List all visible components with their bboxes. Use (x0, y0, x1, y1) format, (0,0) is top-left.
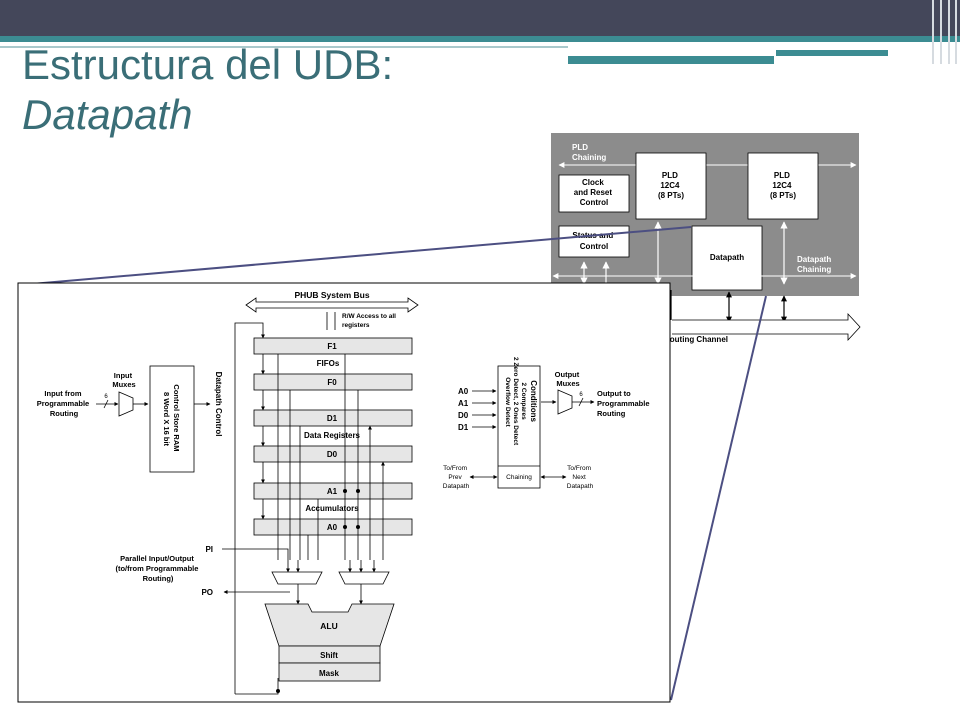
conditions-label: Conditions 2 Compares 2 Zero Detect, 2 O… (504, 357, 538, 447)
datapath-label: Datapath (710, 253, 744, 262)
to-from-prev-label: To/From Prev Datapath (443, 465, 470, 490)
rw-access-arrow (326, 312, 336, 330)
accent-stripe (776, 50, 888, 56)
a1-register (253, 482, 413, 500)
pld-right-label: PLD 12C4 (8 PTs) (770, 171, 796, 200)
clock-reset-label: Clock and Reset Control (574, 178, 614, 207)
accumulators-label: Accumulators (305, 504, 359, 513)
parallel-io-label: Parallel Input/Output (to/from Programma… (115, 554, 200, 583)
title-line-1: Estructura del UDB: (22, 41, 394, 88)
output-muxes-label: Output Muxes (555, 370, 582, 388)
bus-slash (103, 399, 109, 409)
d0-register (253, 445, 413, 463)
d0-label: D0 (327, 450, 338, 459)
accent-stripe (0, 46, 568, 48)
d1-register (253, 409, 413, 427)
accent-bar (0, 36, 960, 42)
decor-line (932, 0, 934, 64)
clock-reset-box (558, 174, 630, 213)
decor-line (940, 0, 942, 64)
bus-width-in: 6 (104, 394, 108, 400)
f1-label: F1 (327, 342, 337, 351)
decor-line (948, 0, 950, 64)
zoom-line-bottom (670, 295, 767, 701)
a0-label: A0 (327, 523, 338, 532)
pld-right-box (747, 152, 819, 220)
datapath-box (691, 225, 763, 291)
input-mux (118, 391, 134, 417)
pld-left-box (635, 152, 707, 220)
f1-register (253, 337, 413, 355)
alu-mux-a (271, 571, 323, 585)
rw-access-label: R/W Access to all registers (342, 313, 398, 329)
mask-block (278, 662, 381, 682)
alu-label: ALU (320, 621, 337, 631)
control-store-label: Control Store RAM 8 Word X 16 bit (162, 384, 181, 453)
f0-register (253, 373, 413, 391)
a0-register (253, 518, 413, 536)
condition-arrows (472, 389, 497, 429)
condition-inputs: A0 A1 D0 D1 (458, 387, 470, 432)
top-banner (0, 0, 960, 36)
output-to-label: Output to Programmable Routing (597, 389, 652, 418)
accent-stripe (568, 56, 774, 64)
pld-left-label: PLD 12C4 (8 PTs) (658, 171, 684, 200)
po-label: PO (201, 588, 213, 597)
title-line-2: Datapath (22, 91, 193, 138)
phub-bus-arrow (245, 297, 419, 313)
control-store-box (149, 365, 195, 473)
junction-dots (276, 489, 360, 693)
udb-connectors (580, 221, 788, 323)
slide-title: Estructura del UDB: Datapath (22, 40, 393, 140)
to-from-next-label: To/From Next Datapath (567, 465, 594, 490)
mask-feedback (235, 678, 279, 695)
routing-channel-arrow (672, 312, 861, 342)
shift-label: Shift (320, 651, 338, 660)
bus-width-out: 6 (579, 392, 583, 398)
status-control-box (558, 225, 630, 258)
alu-mux-b (338, 571, 390, 585)
fifos-label: FIFOs (317, 359, 340, 368)
phub-bus-label: PHUB System Bus (294, 290, 369, 300)
f0-label: F0 (327, 378, 337, 387)
zoom-line-top (19, 226, 692, 286)
pi-label: PI (205, 545, 213, 554)
out-bus-slash (578, 397, 584, 407)
routing-channel-label: Routing Channel (664, 335, 728, 344)
output-mux (557, 389, 573, 415)
mask-label: Mask (319, 669, 340, 678)
decor-line (955, 0, 957, 64)
datapath-control-label: Datapath Control (214, 372, 223, 437)
feedback-loop (234, 322, 265, 660)
chaining-label: Chaining (506, 474, 532, 481)
data-registers-label: Data Registers (304, 431, 361, 440)
d1-label: D1 (327, 414, 338, 423)
conditions-box (497, 365, 541, 489)
internal-wiring (222, 354, 385, 605)
input-muxes-label: Input Muxes (112, 371, 135, 389)
input-from-label: Input from Programmable Routing (37, 389, 92, 418)
a1-label: A1 (327, 487, 338, 496)
